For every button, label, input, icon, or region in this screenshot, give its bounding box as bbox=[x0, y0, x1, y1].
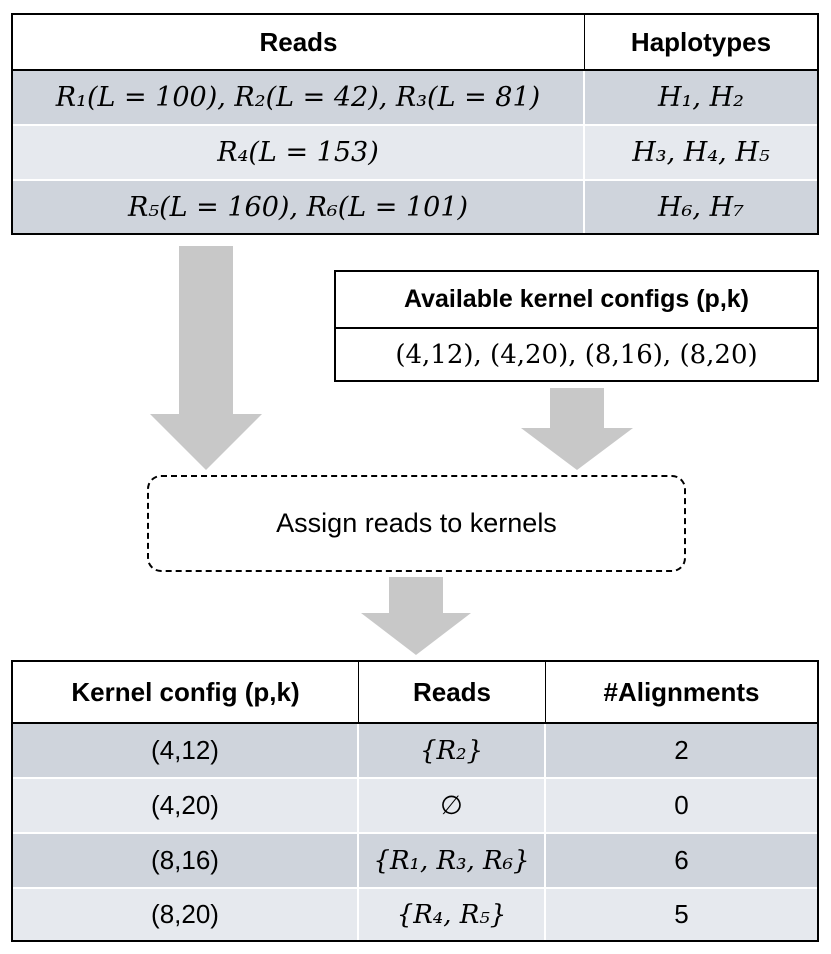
haplotypes-row-3: H₆, H₇ bbox=[585, 181, 817, 233]
config-row-1: (4,12) bbox=[13, 724, 359, 779]
assigned-reads-header: Reads bbox=[359, 662, 546, 724]
haplotypes-header: Haplotypes bbox=[585, 15, 817, 71]
center-down-arrow bbox=[361, 577, 471, 655]
assigned-reads-row-2: ∅ bbox=[359, 779, 546, 834]
reads-header: Reads bbox=[13, 15, 585, 71]
config-row-4: (8,20) bbox=[13, 889, 359, 940]
kernel-assignment-table: Kernel config (p,k) Reads #Alignments (4… bbox=[11, 660, 819, 942]
alignments-row-1: 2 bbox=[546, 724, 817, 779]
haplotypes-row-1: H₁, H₂ bbox=[585, 71, 817, 126]
right-down-arrow bbox=[521, 388, 633, 470]
alignments-row-3: 6 bbox=[546, 834, 817, 889]
config-row-2: (4,20) bbox=[13, 779, 359, 834]
alignments-header: #Alignments bbox=[546, 662, 817, 724]
assigned-reads-row-4: {R₄, R₅} bbox=[359, 889, 546, 940]
haplotypes-row-2: H₃, H₄, H₅ bbox=[585, 126, 817, 181]
kernel-configs-values: (4,12), (4,20), (8,16), (8,20) bbox=[395, 339, 758, 370]
reads-row-1: R₁(L = 100), R₂(L = 42), R₃(L = 81) bbox=[13, 71, 585, 126]
reads-row-2: R₄(L = 153) bbox=[13, 126, 585, 181]
reads-haplotypes-table: Reads Haplotypes R₁(L = 100), R₂(L = 42)… bbox=[11, 13, 819, 235]
reads-row-3: R₅(L = 160), R₆(L = 101) bbox=[13, 181, 585, 233]
assign-reads-process: Assign reads to kernels bbox=[147, 475, 686, 572]
kernel-config-header: Kernel config (p,k) bbox=[13, 662, 359, 724]
assigned-reads-row-1: {R₂} bbox=[359, 724, 546, 779]
kernel-configs-box: Available kernel configs (p,k) (4,12), (… bbox=[334, 270, 819, 382]
config-row-3: (8,16) bbox=[13, 834, 359, 889]
left-down-arrow bbox=[150, 246, 262, 470]
alignments-row-4: 5 bbox=[546, 889, 817, 940]
process-label: Assign reads to kernels bbox=[276, 508, 557, 538]
assigned-reads-row-3: {R₁, R₃, R₆} bbox=[359, 834, 546, 889]
kernel-configs-title: Available kernel configs (p,k) bbox=[336, 272, 817, 329]
alignments-row-2: 0 bbox=[546, 779, 817, 834]
